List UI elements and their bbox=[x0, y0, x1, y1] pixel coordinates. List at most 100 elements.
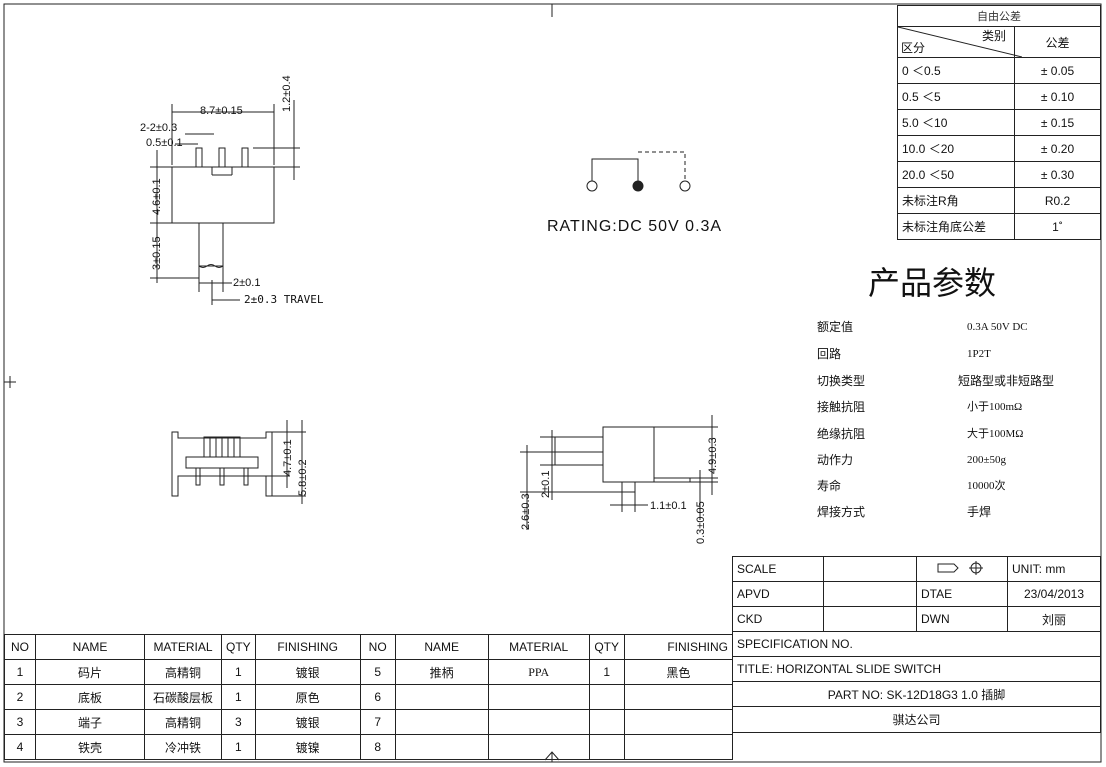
bom-cell: 原色 bbox=[254, 684, 361, 710]
switch-schematic bbox=[586, 151, 691, 192]
param-value: 0.3A 50V DC bbox=[967, 321, 1028, 333]
bom-cell: 冷冲铁 bbox=[144, 734, 222, 760]
category-label: 类别 bbox=[981, 29, 1006, 43]
bom-cell: 4 bbox=[4, 734, 36, 760]
bom-cell: 3 bbox=[221, 709, 256, 735]
bom-cell: 1 bbox=[588, 659, 625, 685]
param-key: 绝缘抗阻 bbox=[817, 427, 866, 441]
top-view bbox=[150, 100, 300, 305]
bom-header: NO bbox=[4, 634, 36, 660]
dim-pitch: 2-2±0.3 bbox=[140, 122, 178, 134]
bom-cell bbox=[588, 709, 625, 735]
tolerance-column-header: 公差 bbox=[1014, 26, 1101, 58]
dim-lever-height: 3±0.15 bbox=[151, 236, 163, 270]
bom-header: MATERIAL bbox=[144, 634, 222, 660]
scale-label: SCALE bbox=[732, 556, 824, 582]
param-value: 短路型或非短路型 bbox=[958, 374, 1055, 388]
rating-label: RATING:DC 50V 0.3A bbox=[547, 218, 723, 235]
title-block: SCALE UNIT: mm APVD DTAE 23/04/2013 CKD … bbox=[732, 556, 1101, 733]
param-value: 10000次 bbox=[967, 480, 1006, 492]
dim-top-width: 8.7±0.15 bbox=[200, 105, 243, 117]
tolerance-range: 未标注角底公差 bbox=[897, 213, 1015, 240]
bom-cell: 底板 bbox=[35, 684, 145, 710]
tolerance-range: 0.5 ＜5 bbox=[897, 83, 1015, 110]
bom-cell: 镀镍 bbox=[254, 734, 361, 760]
bom-cell: 1 bbox=[4, 659, 36, 685]
bom-cell: 6 bbox=[359, 684, 396, 710]
param-key: 回路 bbox=[817, 347, 842, 361]
tolerance-value: ± 0.05 bbox=[1014, 57, 1101, 84]
bom-cell: 8 bbox=[359, 734, 396, 760]
front-view bbox=[171, 420, 306, 504]
tolerance-value: ± 0.20 bbox=[1014, 135, 1101, 162]
tolerance-row: 20.0 ＜50± 0.30 bbox=[897, 161, 1101, 188]
dim-right-thickness: 0.3±0.05 bbox=[695, 501, 707, 544]
bom-cell: 铁壳 bbox=[35, 734, 145, 760]
tolerance-row: 0.5 ＜5± 0.10 bbox=[897, 83, 1101, 110]
tolerance-row: 10.0 ＜20± 0.20 bbox=[897, 135, 1101, 162]
tolerance-row: 0 ＜0.5± 0.05 bbox=[897, 57, 1101, 84]
division-label: 区分 bbox=[901, 41, 926, 55]
tolerance-value: ± 0.30 bbox=[1014, 161, 1101, 188]
param-key: 切换类型 bbox=[817, 374, 866, 388]
tolerance-row: 5.0 ＜10± 0.15 bbox=[897, 109, 1101, 136]
tolerance-range: 未标注R角 bbox=[897, 187, 1015, 214]
ckd-value bbox=[823, 606, 917, 632]
tolerance-range: 20.0 ＜50 bbox=[897, 161, 1015, 188]
bom-cell: 1 bbox=[221, 659, 256, 685]
dim-pin-height: 1.2±0.4 bbox=[281, 75, 293, 112]
tolerance-range: 5.0 ＜10 bbox=[897, 109, 1015, 136]
date-value: 23/04/2013 bbox=[1007, 581, 1101, 607]
param-key: 寿命 bbox=[817, 479, 842, 493]
dim-pin-width: 0.5±0.1 bbox=[146, 137, 183, 149]
param-key: 接触抗阻 bbox=[817, 400, 866, 414]
apvd-label: APVD bbox=[732, 581, 824, 607]
bom-cell: 镀银 bbox=[254, 659, 361, 685]
param-value: 200±50g bbox=[967, 454, 1007, 466]
bom-cell: 码片 bbox=[35, 659, 145, 685]
param-value: 1P2T bbox=[967, 348, 991, 360]
dim-side-height-1: 4.7±0.1 bbox=[282, 439, 294, 476]
bom-cell: 5 bbox=[359, 659, 396, 685]
bom-cell bbox=[487, 734, 590, 760]
unit-label: UNIT: mm bbox=[1007, 556, 1101, 582]
bom-cell bbox=[588, 684, 625, 710]
dim-right-width: 1.1±0.1 bbox=[650, 500, 687, 512]
bom-header: QTY bbox=[221, 634, 256, 660]
bom-cell bbox=[487, 709, 590, 735]
tolerance-value: ± 0.10 bbox=[1014, 83, 1101, 110]
bom-header: NAME bbox=[394, 634, 489, 660]
scale-value bbox=[823, 556, 917, 582]
bom-cell: 高精铜 bbox=[144, 709, 222, 735]
bom-cell: 3 bbox=[4, 709, 36, 735]
tolerance-value: 1˚ bbox=[1014, 213, 1101, 240]
param-key: 动作力 bbox=[817, 453, 854, 467]
dim-body-height: 4.6±0.1 bbox=[151, 178, 163, 215]
bom-cell: 黑色 bbox=[623, 659, 734, 685]
bom-cell bbox=[588, 734, 625, 760]
bom-header-row: NO NAME MATERIAL QTY FINISHING NO NAME M… bbox=[4, 634, 734, 660]
bom-cell: 镀银 bbox=[254, 709, 361, 735]
bom-header: FINISHING bbox=[254, 634, 361, 660]
drawer-name: 刘丽 bbox=[1007, 606, 1101, 632]
tolerance-table: 自由公差 类别 区分 公差 0 ＜0.5± 0.05 0.5 ＜5± 0.10 … bbox=[897, 5, 1101, 240]
tolerance-value: R0.2 bbox=[1014, 187, 1101, 214]
param-key: 焊接方式 bbox=[817, 505, 866, 519]
bom-cell bbox=[623, 734, 734, 760]
bom-cell bbox=[623, 684, 734, 710]
dwn-label: DWN bbox=[916, 606, 1008, 632]
dim-side-height-2: 5.8±0.2 bbox=[297, 459, 309, 496]
param-value: 大于100MΩ bbox=[967, 428, 1024, 440]
params-title: 产品参数 bbox=[868, 265, 997, 301]
bom-header: NAME bbox=[35, 634, 145, 660]
bom-cell bbox=[623, 709, 734, 735]
bom-cell bbox=[394, 734, 489, 760]
bom-cell: 石碳酸层板 bbox=[144, 684, 222, 710]
bom-cell: 1 bbox=[221, 734, 256, 760]
